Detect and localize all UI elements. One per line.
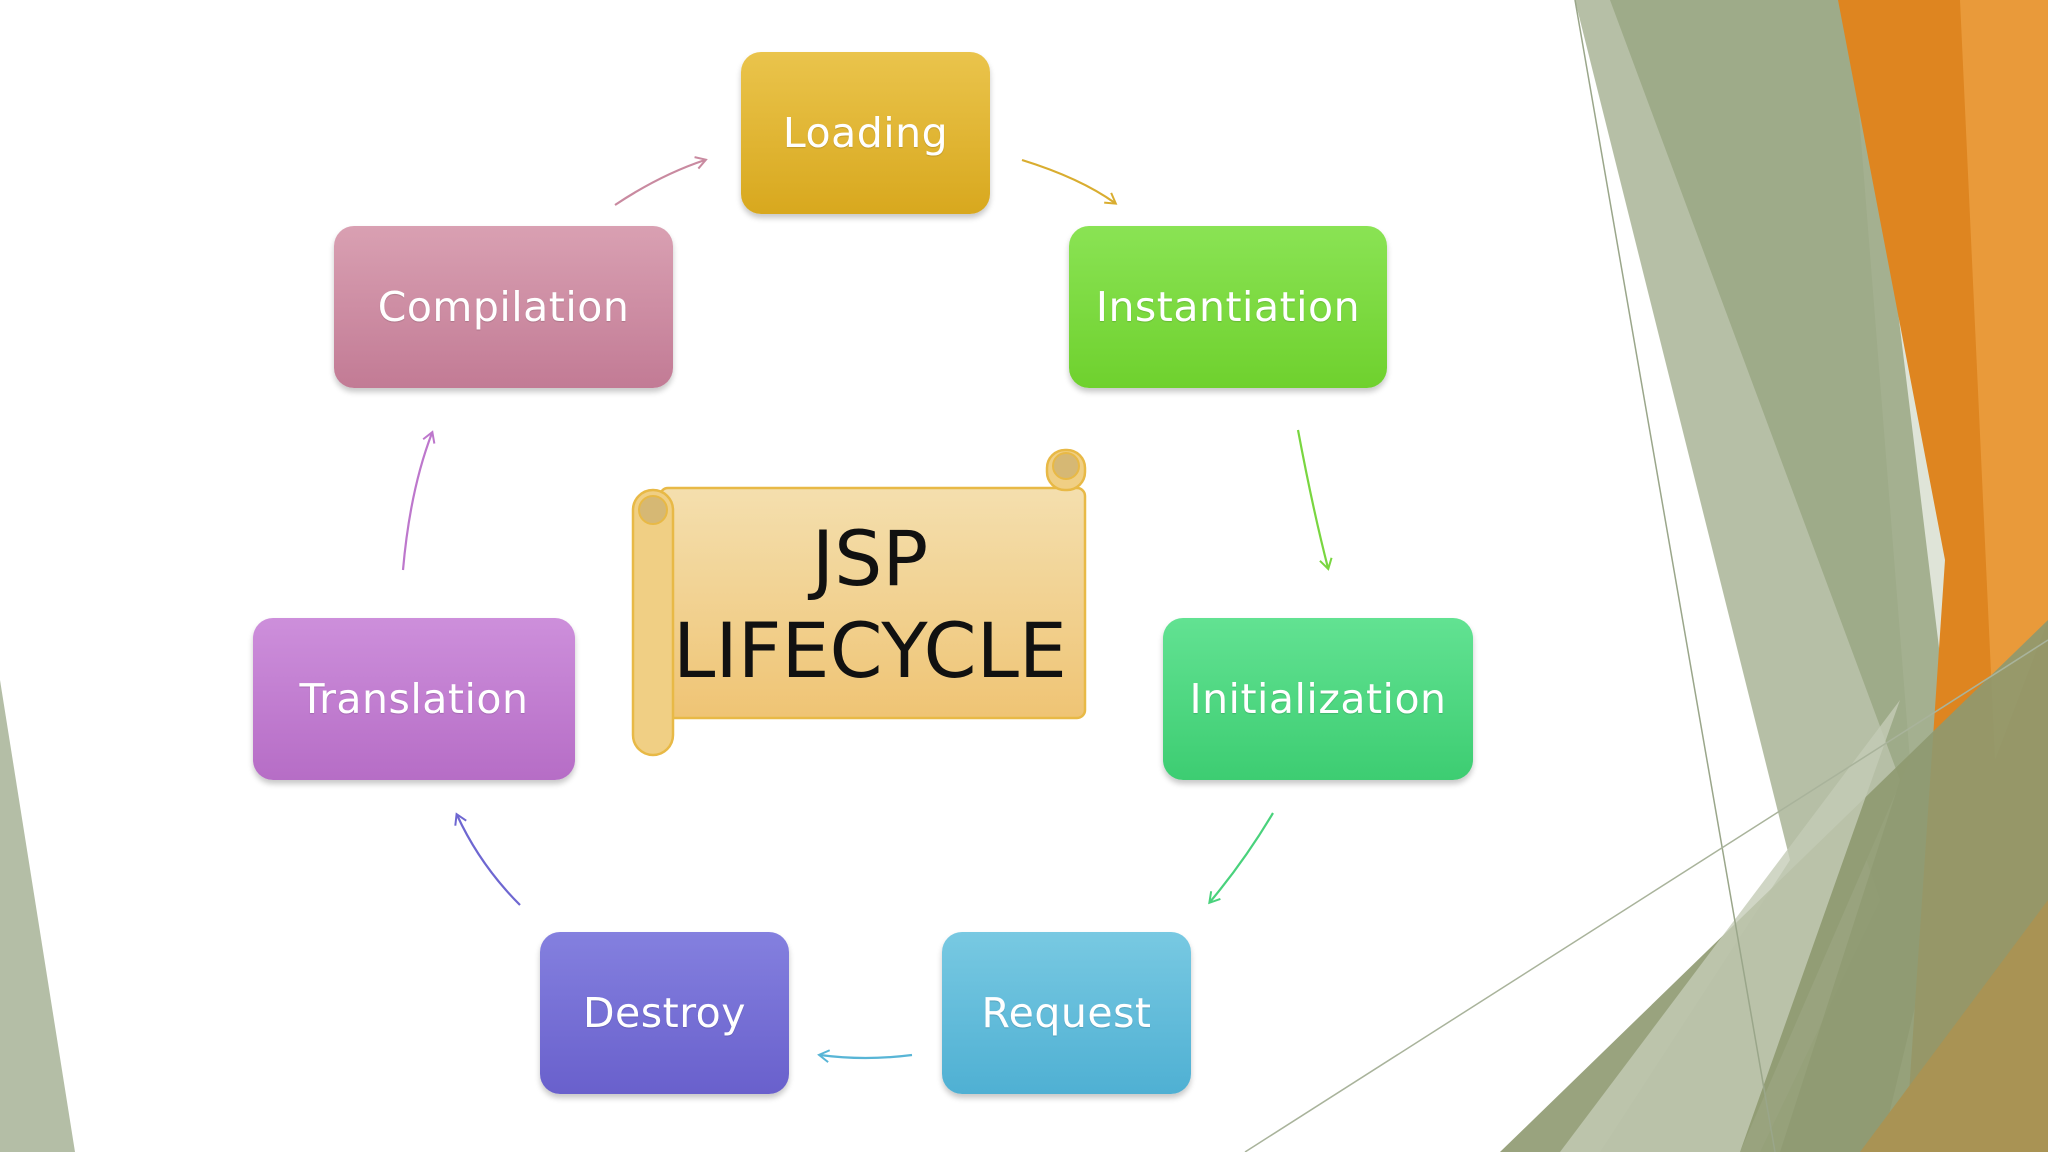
- arrow-translation-to-compilation: [401, 430, 436, 571]
- stage-initialization: Initialization: [1163, 618, 1473, 780]
- stage-translation: Translation: [253, 618, 575, 780]
- title-line-jsp: JSP: [811, 514, 929, 603]
- scroll-left-roll: [631, 488, 675, 757]
- thin-diagonal-line-2: [1244, 639, 2048, 1152]
- thin-diagonal-line-1: [1574, 0, 1776, 1152]
- right-olive-band: [1610, 0, 1960, 1152]
- arrow-loading-to-instantiation: [1021, 158, 1118, 205]
- scroll-right-curl: [1052, 452, 1080, 480]
- arrow-destroy-to-translation: [454, 812, 521, 906]
- scroll-left-curl: [638, 495, 668, 525]
- stage-label: Instantiation: [1095, 283, 1361, 331]
- stage-label: Request: [981, 989, 1152, 1037]
- left-sage-strip: [0, 680, 75, 1152]
- stage-label: Compilation: [377, 283, 630, 331]
- arrow-compilation-to-loading: [614, 156, 708, 206]
- stage-request: Request: [942, 932, 1191, 1094]
- stage-label: Translation: [299, 675, 529, 723]
- arrow-instantiation-to-initialization: [1296, 429, 1333, 571]
- stage-label: Loading: [782, 109, 949, 157]
- stage-loading: Loading: [741, 52, 990, 214]
- stage-label: Initialization: [1189, 675, 1447, 723]
- bottom-light-triangle: [1560, 700, 1900, 1152]
- diagram-title: JSP LIFECYCLE: [660, 505, 1080, 705]
- arrow-request-to-destroy: [817, 1049, 913, 1063]
- title-line-lifecycle: LIFECYCLE: [673, 606, 1067, 695]
- stage-compilation: Compilation: [334, 226, 673, 388]
- right-orange-highlight: [1960, 0, 2048, 760]
- bottom-orange-tan: [1860, 900, 2048, 1152]
- arrow-initialization-to-request: [1208, 812, 1274, 905]
- stage-destroy: Destroy: [540, 932, 789, 1094]
- stage-label: Destroy: [582, 989, 747, 1037]
- stage-instantiation: Instantiation: [1069, 226, 1387, 388]
